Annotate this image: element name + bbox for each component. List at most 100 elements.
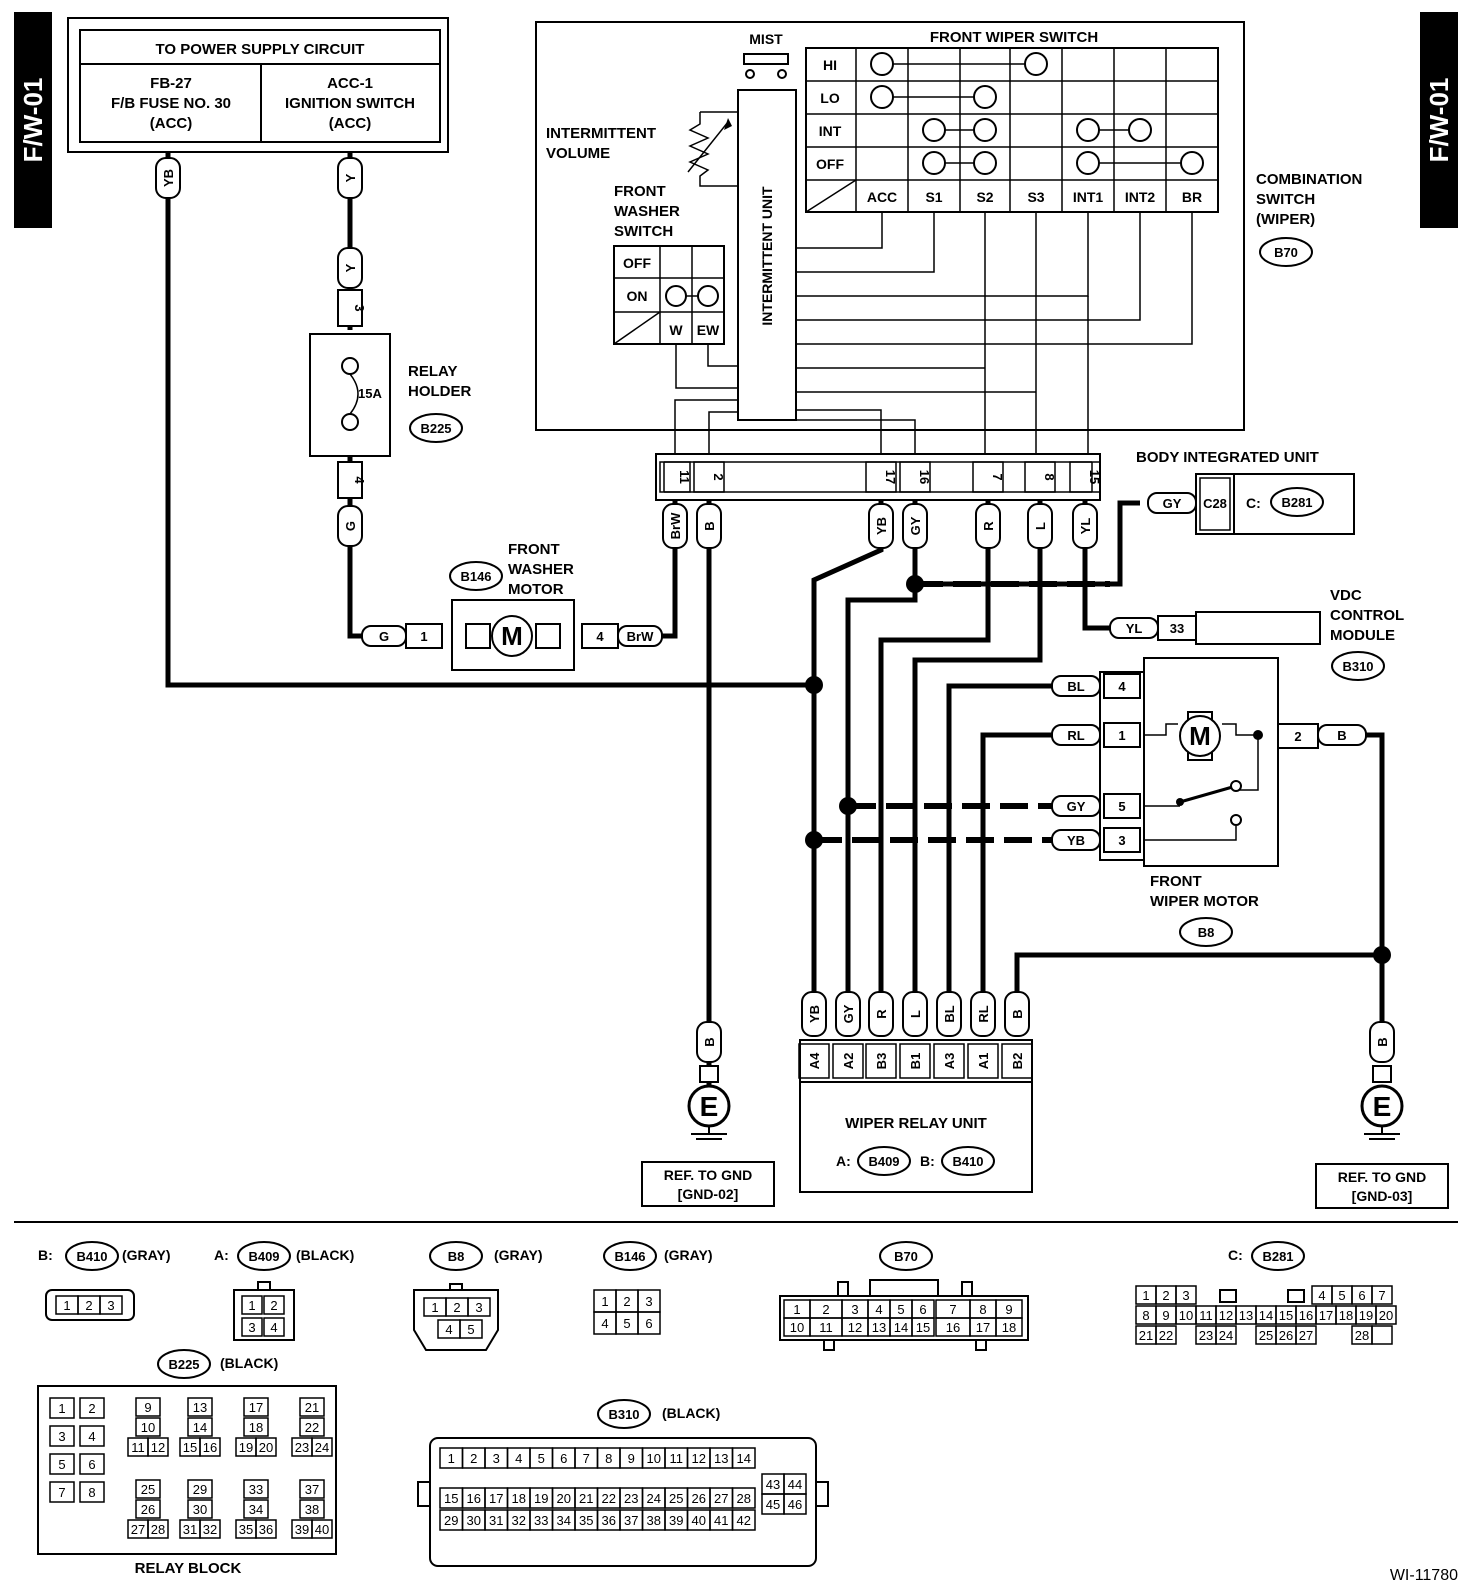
legend-pin-number: 14 [1259, 1308, 1273, 1323]
wiper-relay-a-id: B409 [868, 1154, 899, 1169]
legend-pin [79, 1425, 105, 1447]
svg-text:4: 4 [596, 629, 604, 644]
legend-pin [1175, 1285, 1197, 1305]
legend-pin-number: 39 [669, 1513, 683, 1528]
legend-pin-number: 10 [790, 1320, 804, 1335]
legend-pin [911, 1317, 935, 1337]
legend-pin-number: 35 [239, 1522, 253, 1537]
legend-pin-number: 4 [515, 1451, 522, 1466]
legend-pin [49, 1481, 75, 1503]
legend-pin [731, 1509, 756, 1531]
legend-pin-number: 32 [512, 1513, 526, 1528]
legend-pin-number: 4 [270, 1320, 277, 1335]
wiper-motor-pin [1103, 722, 1141, 748]
wiper-motor-symbol: M [1189, 721, 1211, 751]
legend-pin-number: 6 [1358, 1288, 1365, 1303]
legend-pin-number: 46 [788, 1497, 802, 1512]
legend-pin-number: 15 [1279, 1308, 1293, 1323]
wire-label-g: G [337, 505, 363, 547]
wire-label-text: BrW [668, 512, 683, 539]
legend-pin-number: 9 [628, 1451, 635, 1466]
ground-gnd-03: B E REF. TO GND [GND-03] [1315, 1021, 1449, 1209]
svg-text:B146: B146 [614, 1249, 645, 1264]
legend-pin-number: 9 [144, 1400, 151, 1415]
wiper-motor-wire-text: YB [1067, 833, 1085, 848]
legend-pin-number: 16 [1299, 1308, 1313, 1323]
legend-pin-number: 40 [315, 1522, 329, 1537]
legend-pin [243, 1397, 269, 1417]
legend-pin-number: 10 [141, 1420, 155, 1435]
legend-pin [79, 1397, 105, 1419]
legend-pin [1155, 1325, 1177, 1345]
svg-text:A:: A: [214, 1247, 229, 1263]
wiper-motor-wire-label [1051, 795, 1101, 817]
legend-pin-number: 34 [557, 1513, 571, 1528]
svg-text:Y: Y [343, 173, 358, 182]
svg-text:BODY INTEGRATED UNIT: BODY INTEGRATED UNIT [1136, 449, 1319, 466]
connector-pin [865, 461, 897, 493]
relay-wire-text: L [908, 1010, 923, 1018]
relay-wire-label [970, 991, 996, 1037]
legend-pin-number: 1 [1142, 1288, 1149, 1303]
legend-pin-number: 26 [692, 1491, 706, 1506]
relay-pin [967, 1043, 999, 1079]
wire-label [662, 503, 688, 549]
legend-pin-number: 19 [534, 1491, 548, 1506]
body-integrated-unit-id: B281 [1281, 495, 1312, 510]
legend-pin [243, 1499, 269, 1519]
legend-pin [187, 1499, 213, 1519]
relay-wire-label [835, 991, 861, 1037]
legend-pin-number: 18 [512, 1491, 526, 1506]
legend-pin [187, 1479, 213, 1499]
washer-col-w: W [669, 322, 683, 338]
legend-pin-number: 13 [714, 1451, 728, 1466]
legend-pin-number: 14 [193, 1420, 207, 1435]
legend-pin [49, 1397, 75, 1419]
legend-pin-number: 33 [249, 1482, 263, 1497]
connector-pin-number: 17 [883, 470, 898, 484]
legend-pin-number: 34 [249, 1502, 263, 1517]
legend-pin [995, 1317, 1023, 1337]
legend-pin [299, 1397, 325, 1417]
legend-pin-number: 28 [151, 1522, 165, 1537]
legend-pin [243, 1417, 269, 1437]
svg-text:YB: YB [161, 169, 176, 187]
svg-text:SWITCH: SWITCH [614, 223, 673, 240]
svg-text:B70: B70 [894, 1249, 918, 1264]
intermittent-unit-label: INTERMITTENT UNIT [759, 186, 775, 326]
legend-pin [263, 1317, 285, 1337]
legend-pin-number: 3 [248, 1320, 255, 1335]
legend-pin-number: 33 [534, 1513, 548, 1528]
switch-row-off: OFF [816, 156, 844, 172]
legend-pin-number: 2 [88, 1401, 95, 1416]
relay-pin [832, 1043, 864, 1079]
legend-pin [147, 1437, 169, 1457]
washer-row-off: OFF [623, 255, 651, 271]
svg-text:GY: GY [1163, 496, 1182, 511]
power-supply-box: TO POWER SUPPLY CIRCUIT FB-27 F/B FUSE N… [67, 17, 449, 153]
ignition-line-3: (ACC) [329, 115, 372, 132]
svg-text:Y: Y [343, 263, 358, 272]
switch-col-s2: S2 [976, 189, 993, 205]
relay-wire-text: BL [942, 1005, 957, 1022]
relay-wire-text: R [874, 1009, 889, 1019]
legend-pin-number: 7 [58, 1485, 65, 1500]
relay-pin-number: A3 [942, 1053, 957, 1070]
relay-wire-label [936, 991, 962, 1037]
fuse-line-2: F/B FUSE NO. 30 [111, 95, 231, 112]
vdc-control-module: YL 33 VDC CONTROL MODULE B310 [1109, 587, 1404, 681]
relay-pin-number: A1 [976, 1053, 991, 1070]
legend-pin [1371, 1285, 1393, 1305]
wire-label-y-top: Y [337, 157, 363, 199]
legend-pin-number: 20 [1379, 1308, 1393, 1323]
legend-pin-number: 10 [647, 1451, 661, 1466]
legend-pin-number: 2 [822, 1302, 829, 1317]
legend-pin-number: 5 [897, 1302, 904, 1317]
connector-pin [899, 461, 931, 493]
